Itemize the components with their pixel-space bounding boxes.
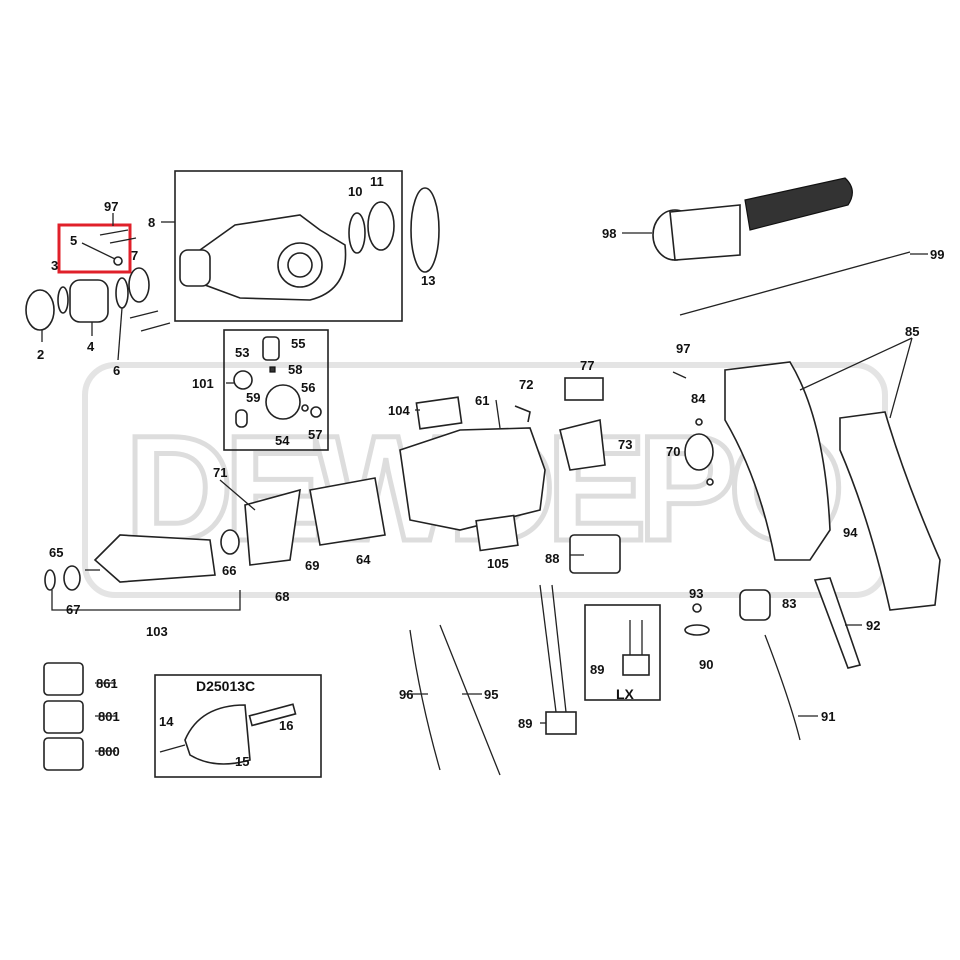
label-10: 10 <box>348 184 362 199</box>
label-98: 98 <box>602 226 616 241</box>
label-93: 93 <box>689 586 703 601</box>
leader-lines <box>41 213 928 752</box>
label-8: 8 <box>148 215 155 230</box>
label-16: 16 <box>279 718 293 733</box>
label-70: 70 <box>666 444 680 459</box>
label-57: 57 <box>308 427 322 442</box>
label-11: 11 <box>370 174 384 189</box>
wires-capacitors <box>409 584 650 776</box>
label-5: 5 <box>70 233 77 248</box>
label-14: 14 <box>159 714 174 729</box>
label-58: 58 <box>288 362 302 377</box>
part-labels: 97 5 7 3 2 4 6 8 10 11 13 98 99 85 53 55… <box>37 174 944 769</box>
label-65: 65 <box>49 545 63 560</box>
label-88: 88 <box>545 551 559 566</box>
motor-parts <box>44 377 621 591</box>
label-73: 73 <box>618 437 632 452</box>
label-89: 89 <box>518 716 532 731</box>
label-4: 4 <box>87 339 95 354</box>
label-66: 66 <box>222 563 236 578</box>
label-71: 71 <box>213 465 227 480</box>
label-77: 77 <box>580 358 594 373</box>
label-92: 92 <box>866 618 880 633</box>
gear-housing <box>179 187 440 301</box>
label-94: 94 <box>843 525 858 540</box>
label-90: 90 <box>699 657 713 672</box>
selector-box <box>223 329 329 451</box>
label-84: 84 <box>691 391 706 406</box>
label-67: 67 <box>66 602 80 617</box>
label-13: 13 <box>421 273 435 288</box>
variant-label-lx: LX <box>616 686 635 702</box>
chuck-kit-box <box>154 674 322 778</box>
label-85: 85 <box>905 324 919 339</box>
accessories <box>43 662 297 771</box>
label-101: 101 <box>192 376 214 391</box>
label-6: 6 <box>113 363 120 378</box>
highlight-box <box>57 223 132 274</box>
label-64: 64 <box>356 552 371 567</box>
gear-housing-box <box>174 170 403 322</box>
label-83: 83 <box>782 596 796 611</box>
front-parts <box>25 229 171 332</box>
label-95: 95 <box>484 687 498 702</box>
rear-handle <box>672 361 941 741</box>
label-7: 7 <box>131 248 138 263</box>
label-103: 103 <box>146 624 168 639</box>
label-104: 104 <box>388 403 410 418</box>
label-3: 3 <box>51 258 58 273</box>
label-2: 2 <box>37 347 44 362</box>
label-15: 15 <box>235 754 249 769</box>
label-56: 56 <box>301 380 315 395</box>
label-54: 54 <box>275 433 290 448</box>
label-72: 72 <box>519 377 533 392</box>
label-105: 105 <box>487 556 509 571</box>
label-97-rear: 97 <box>676 341 690 356</box>
armature-bracket <box>51 590 241 611</box>
label-99: 99 <box>930 247 944 262</box>
label-91: 91 <box>821 709 835 724</box>
label-59: 59 <box>246 390 260 405</box>
label-53: 53 <box>235 345 249 360</box>
label-68: 68 <box>275 589 289 604</box>
side-handle <box>652 177 911 316</box>
capacitor-lx-box <box>584 604 661 701</box>
label-89-lx: 89 <box>590 662 604 677</box>
label-55: 55 <box>291 336 305 351</box>
kit-title: D25013C <box>196 678 255 694</box>
selector-parts <box>233 336 322 428</box>
label-61: 61 <box>475 393 489 408</box>
label-69: 69 <box>305 558 319 573</box>
label-97: 97 <box>104 199 118 214</box>
